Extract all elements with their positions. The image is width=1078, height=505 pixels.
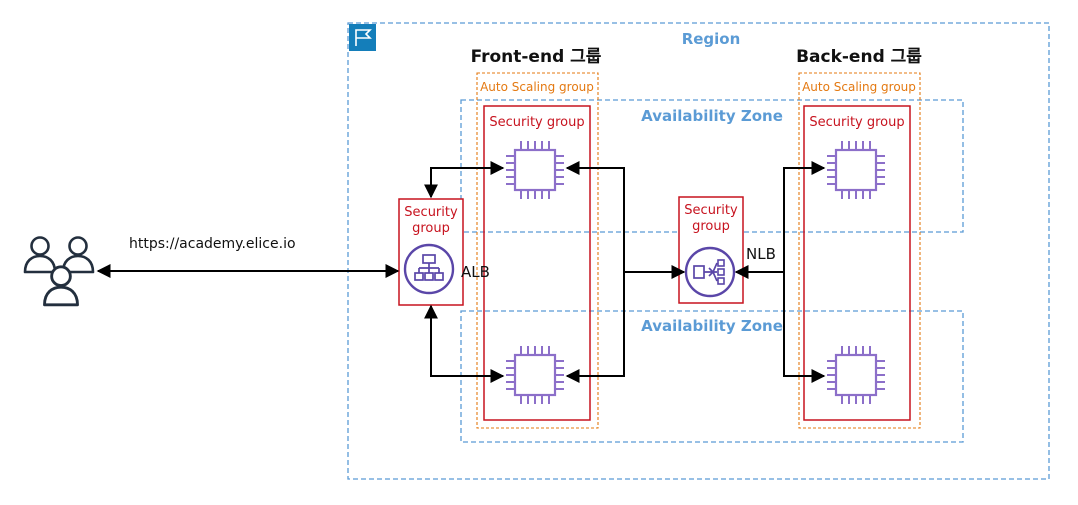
alb-security-group-label-line1: Security [404,205,458,220]
frontend-group: Front-end 그룹 Auto Scaling group Security… [471,47,602,429]
ec2-instance-chip-icon [825,344,887,406]
nlb-security-group-label-line2: group [692,219,730,234]
network-load-balancer-icon [684,246,736,298]
frontend-auto-scaling-group [476,72,599,429]
availability-zone-2: Availability Zone [460,310,964,443]
frontend-asg-label: Auto Scaling group [480,80,594,94]
users-group-icon [23,236,95,307]
backend-title: Back-end 그룹 [796,47,922,67]
frontend-bus-connection [565,161,625,383]
region-flag-icon [349,24,376,51]
application-load-balancer-icon [403,243,455,295]
ec2-instance-chip-icon [825,139,887,201]
backend-security-group-label: Security group [809,115,904,130]
nlb-label: NLB [746,245,776,263]
frontend-title: Front-end 그룹 [471,47,602,67]
backend-asg-label: Auto Scaling group [802,80,916,94]
region-label: Region [682,30,741,48]
availability-zone-label: Availability Zone [641,107,783,125]
backend-security-group [803,105,911,421]
nlb-security-group-label-line1: Security [684,203,738,218]
backend-group: Back-end 그룹 Auto Scaling group Security … [796,47,922,429]
availability-zone-label: Availability Zone [641,317,783,335]
connector-lines [96,161,826,383]
ec2-instance-chip-icon [504,344,566,406]
alb-frontend-top-connection [424,161,505,199]
alb-label: ALB [461,263,490,281]
frontend-security-group-label: Security group [489,115,584,130]
alb-frontend-bottom-connection [424,304,505,383]
alb-security-group-label-line2: group [412,221,450,236]
backend-auto-scaling-group [798,72,921,429]
ec2-instance-chip-icon [504,139,566,201]
region-boundary: Region [347,22,1050,480]
user-access-url: https://academy.elice.io [129,236,296,252]
frontend-security-group [483,105,591,421]
